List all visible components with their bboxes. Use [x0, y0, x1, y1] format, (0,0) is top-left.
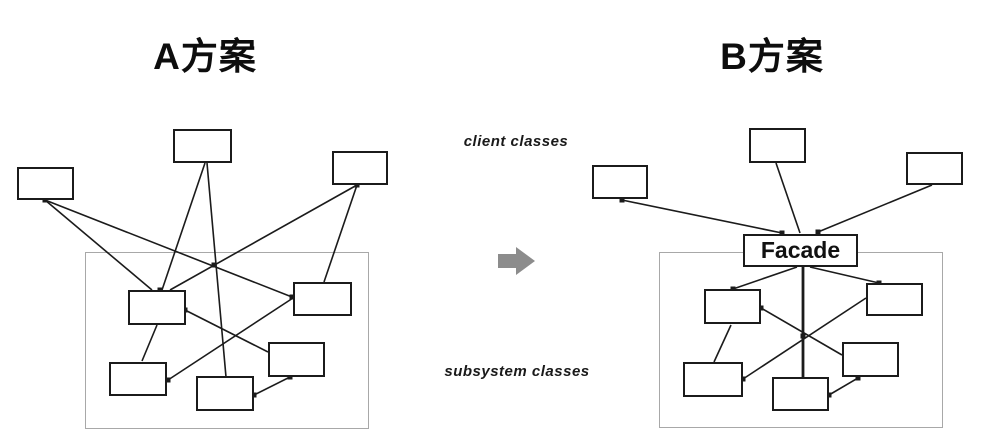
- plan-a-subsystem-class-3: [109, 362, 167, 396]
- plan-b-client-class-2: [749, 128, 806, 163]
- plan-a-subsystem-class-2: [293, 282, 352, 316]
- plan-b-edge-client-3-to-facade: [817, 184, 933, 233]
- plan-b-edge-client-2-to-facade: [775, 162, 801, 234]
- plan-b-subsystem-class-5: [842, 342, 899, 377]
- plan-b-title: B方案: [720, 36, 824, 77]
- right-arrow-icon: [498, 247, 535, 275]
- plan-a-client-class-2: [173, 129, 232, 163]
- plan-b-client-class-3: [906, 152, 963, 185]
- subsystem-classes-caption: subsystem classes: [444, 363, 590, 380]
- plan-b-facade-box: Facade: [743, 234, 858, 267]
- plan-a-title: A方案: [153, 36, 257, 77]
- plan-b-subsystem-class-3: [683, 362, 743, 397]
- client-classes-caption: client classes: [463, 133, 569, 150]
- plan-b-edge-client-1-to-facade: [621, 199, 783, 234]
- plan-a-client-class-3: [332, 151, 388, 185]
- plan-b-subsystem-class-2: [866, 283, 923, 316]
- plan-b-subsystem-class-4: [772, 377, 829, 411]
- plan-a-subsystem-class-5: [268, 342, 325, 377]
- plan-b-subsystem-class-1: [704, 289, 761, 324]
- right-arrow-shape: [498, 247, 535, 275]
- plan-a-subsystem-class-4: [196, 376, 254, 411]
- plan-a-client-class-1: [17, 167, 74, 200]
- plan-b-client-class-1: [592, 165, 648, 199]
- plan-a-subsystem-class-1: [128, 290, 186, 325]
